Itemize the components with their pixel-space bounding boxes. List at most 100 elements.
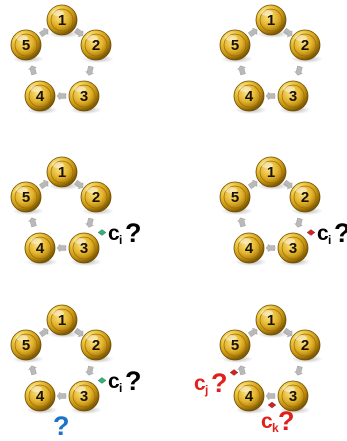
coin-number-label: 5 — [231, 37, 239, 54]
label-subscript: i — [119, 381, 122, 395]
label-ck: ck? — [261, 406, 295, 436]
edge-arrow-icon — [294, 66, 304, 77]
coin-number-label: 3 — [289, 240, 297, 257]
coin-node-3: 3 — [69, 381, 102, 414]
coin-number-label: 5 — [231, 337, 239, 354]
label-below: ? — [53, 411, 70, 441]
coin-number-label: 1 — [58, 164, 66, 181]
coin-number-label: 1 — [267, 12, 275, 29]
coin-number-label: 1 — [267, 312, 275, 329]
coin-number-label: 5 — [22, 337, 30, 354]
panel-top-right: 1 2 3 4 5 — [220, 5, 323, 114]
coin-number-label: 5 — [22, 189, 30, 206]
coin-number-label: 2 — [92, 189, 100, 206]
coin-number-label: 3 — [80, 388, 88, 405]
coin-number-label: 4 — [245, 388, 254, 405]
coin-number-label: 4 — [245, 240, 254, 257]
coin-node-1: 1 — [256, 305, 289, 338]
coin-node-5: 5 — [11, 30, 44, 63]
coin-node-1: 1 — [47, 5, 80, 38]
coin-node-3: 3 — [69, 233, 102, 266]
coin-number-label: 3 — [80, 240, 88, 257]
coin-node-1: 1 — [47, 305, 80, 338]
edge-arrow-icon — [57, 392, 66, 400]
coin-node-1: 1 — [47, 157, 80, 190]
question-mark: ? — [211, 368, 228, 398]
edge-arrow-icon — [38, 26, 50, 38]
edge-arrow-icon — [85, 66, 95, 77]
coin-number-label: 1 — [267, 164, 275, 181]
panel-top-left: 1 2 3 4 5 — [11, 5, 114, 114]
edge-arrow-icon — [294, 366, 304, 377]
coin-node-2: 2 — [81, 182, 114, 215]
coin-node-1: 1 — [256, 157, 289, 190]
coin-node-4: 4 — [25, 81, 58, 114]
coin-node-3: 3 — [69, 81, 102, 114]
edge-arrow-icon — [247, 178, 259, 190]
edge-arrow-icon — [237, 365, 247, 376]
edge-arrow-icon — [28, 365, 38, 376]
edge-arrow-icon — [266, 244, 275, 252]
edge-arrow-icon — [237, 217, 247, 228]
coin-number-label: 4 — [36, 388, 45, 405]
edge-arrow-icon — [38, 178, 50, 190]
edge-arrow-icon — [85, 366, 95, 377]
coin-number-label: 2 — [92, 37, 100, 54]
coin-node-5: 5 — [11, 182, 44, 215]
coin-number-label: 2 — [301, 37, 309, 54]
coin-number-label: 3 — [80, 88, 88, 105]
edge-arrow-icon — [28, 217, 38, 228]
coin-node-4: 4 — [25, 381, 58, 414]
edge-marker-icon — [230, 370, 238, 376]
coin-node-5: 5 — [11, 330, 44, 363]
edge-arrow-icon — [28, 65, 38, 76]
edge-arrow-icon — [266, 392, 275, 400]
edge-arrow-icon — [57, 92, 66, 100]
question-mark: ? — [278, 406, 295, 436]
coin-node-5: 5 — [220, 30, 253, 63]
label-subscript: i — [119, 233, 122, 247]
coin-node-2: 2 — [290, 30, 323, 63]
coin-number-label: 1 — [58, 312, 66, 329]
coin-number-label: 3 — [289, 88, 297, 105]
coin-node-1: 1 — [256, 5, 289, 38]
edge-marker-icon — [98, 230, 106, 236]
coin-node-2: 2 — [81, 330, 114, 363]
coin-number-label: 2 — [301, 337, 309, 354]
coin-node-2: 2 — [81, 30, 114, 63]
edge-arrow-icon — [247, 26, 259, 38]
question-mark: ? — [125, 218, 142, 248]
coin-node-2: 2 — [290, 182, 323, 215]
coin-node-4: 4 — [234, 233, 267, 266]
coin-node-5: 5 — [220, 330, 253, 363]
coin-number-label: 4 — [36, 88, 45, 105]
label-ci: ci? — [317, 218, 347, 248]
question-mark: ? — [53, 411, 70, 441]
coin-node-4: 4 — [25, 233, 58, 266]
edge-arrow-icon — [247, 326, 259, 338]
coin-number-label: 2 — [301, 189, 309, 206]
question-mark: ? — [334, 218, 347, 248]
edge-arrow-icon — [57, 244, 66, 252]
coin-number-label: 3 — [289, 388, 297, 405]
coin-node-3: 3 — [278, 81, 311, 114]
question-mark: ? — [125, 366, 142, 396]
coin-number-label: 2 — [92, 337, 100, 354]
coin-node-2: 2 — [290, 330, 323, 363]
edge-arrow-icon — [266, 92, 275, 100]
coin-number-label: 4 — [245, 88, 254, 105]
edge-arrow-icon — [237, 65, 247, 76]
label-subscript: j — [204, 383, 208, 397]
edge-arrow-icon — [294, 218, 304, 229]
coin-number-label: 1 — [58, 12, 66, 29]
edge-arrow-icon — [85, 218, 95, 229]
edge-marker-icon — [307, 230, 315, 236]
coin-number-label: 5 — [22, 37, 30, 54]
coin-node-4: 4 — [234, 81, 267, 114]
